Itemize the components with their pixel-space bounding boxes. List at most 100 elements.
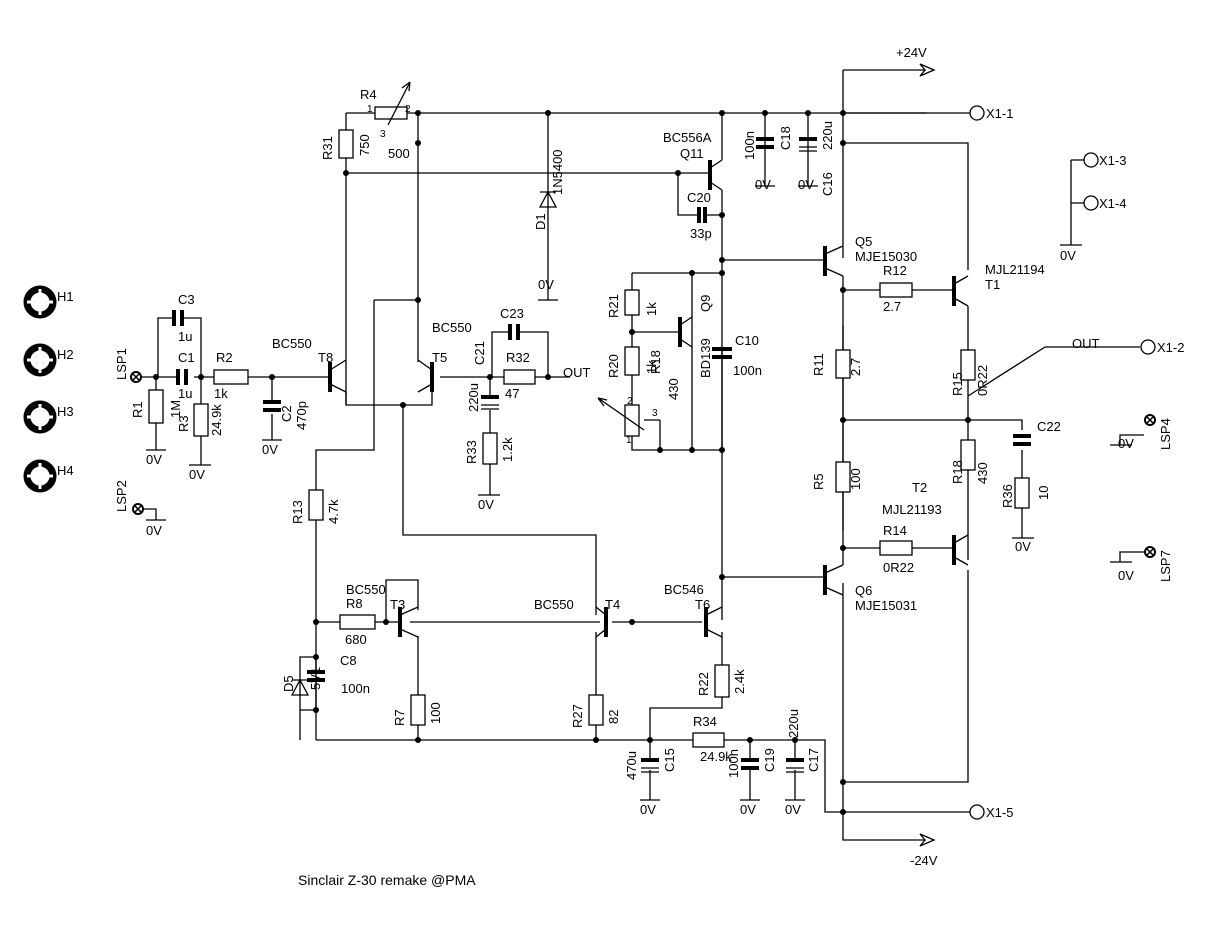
junction-dots — [153, 110, 971, 815]
R21-value: 1k — [644, 360, 659, 374]
R36-ref: R36 — [1000, 484, 1015, 508]
R20-value: 430 — [666, 378, 681, 400]
resistor-R14 — [960, 349, 976, 381]
R5-value: 100 — [848, 468, 863, 490]
rail-pos-label: +24V — [896, 45, 927, 60]
C22-ref: C23 — [500, 306, 524, 321]
wires — [140, 70, 1144, 813]
R21-ref: R20 — [606, 354, 621, 378]
gnd-label: 0V — [146, 452, 162, 467]
resistor-R11 — [879, 282, 913, 298]
R20-ref: R18 — [648, 350, 663, 374]
resistor-R22 — [624, 289, 640, 316]
gnd-label: 0V — [755, 177, 771, 192]
Q9-ref: Q9 — [698, 295, 713, 312]
Q11-part: BC556A — [663, 130, 712, 145]
R3-ref: R3 — [176, 415, 191, 432]
gnd-label: 0V — [740, 802, 756, 817]
gnd-label: 0V — [189, 467, 205, 482]
C15-value: 470u — [624, 751, 639, 780]
solder-point-LSP7 — [1144, 546, 1156, 558]
T6-part: BC546 — [664, 582, 704, 597]
R3-value: 24.9k — [209, 404, 224, 436]
C17-ref: C17 — [806, 748, 821, 772]
pin-label: 2 — [627, 396, 633, 407]
gnd-label: 0V — [785, 802, 801, 817]
C21-value: 220u — [466, 383, 481, 412]
T6-ref: T6 — [695, 597, 710, 612]
connector-X1-2-label: X1-2 — [1157, 340, 1184, 355]
feedback-out-label: OUT — [563, 365, 591, 380]
gnd-label: 0V — [1060, 248, 1076, 263]
pin-label: 1 — [626, 435, 632, 446]
D5-part: 5V1 — [308, 667, 323, 690]
C2-value: 470p — [294, 401, 309, 430]
diode-bodies — [290, 190, 558, 696]
R7-value: 100 — [428, 702, 443, 724]
gnd-label: 0V — [538, 277, 554, 292]
resistor-R3 — [193, 403, 209, 437]
T3-ref: T3 — [390, 597, 405, 612]
schematic-title: Sinclair Z-30 remake @PMA — [298, 872, 476, 888]
R18-value: 82 — [606, 710, 621, 724]
lsp1-label: LSP1 — [114, 348, 129, 380]
R1-ref: R1 — [130, 401, 145, 418]
C17-value: 220u — [786, 709, 801, 738]
connector-X1-3-label: X1-3 — [1099, 153, 1126, 168]
C16-value: 220u — [820, 121, 835, 150]
T5-ref: T5 — [432, 350, 447, 365]
resistor-R10 — [835, 349, 851, 379]
C19-value: 100n — [726, 749, 741, 778]
R11-ref: R12 — [883, 263, 907, 278]
pin-label: 3 — [380, 129, 386, 140]
solder-point-LSP1 — [130, 371, 142, 383]
resistor-R1 — [148, 389, 164, 424]
T2-ref: T2 — [912, 480, 927, 495]
R22-ref: R21 — [606, 294, 621, 318]
connector-X1-5-label: X1-5 — [986, 805, 1013, 820]
R34-value: 47 — [505, 386, 519, 401]
resistor-R34 — [503, 369, 536, 385]
R31-ref: R31 — [320, 136, 335, 160]
resistor-R32 — [692, 732, 725, 748]
resistor-R20 — [624, 404, 640, 437]
resistor-R8 — [339, 614, 376, 630]
gnd-label: 0V — [146, 523, 162, 538]
gnd-label: 0V — [640, 802, 656, 817]
connector-X1-2 — [1140, 339, 1156, 355]
R8-ref: R8 — [346, 596, 363, 611]
R18-ref: R27 — [570, 704, 585, 728]
resistor-R27 — [714, 664, 730, 698]
lsp7-label: LSP7 — [1158, 550, 1173, 582]
C3-ref: C3 — [178, 292, 195, 307]
mounting-hole-H4 — [23, 459, 57, 493]
connector-X1-1 — [969, 105, 985, 121]
Q6-part: MJE15031 — [855, 598, 917, 613]
T3-part: BC550 — [346, 582, 386, 597]
T4-part: BC550 — [534, 597, 574, 612]
trimmer-arrows — [387, 81, 645, 431]
R1-value: 1M — [168, 400, 183, 418]
C15-ref: C15 — [662, 748, 677, 772]
R14-ref: R15 — [950, 372, 965, 396]
R5-ref: R5 — [811, 473, 826, 490]
C20-ref: C20 — [687, 190, 711, 205]
resistor-R36 — [1014, 477, 1030, 509]
D5-ref: D5 — [281, 675, 296, 692]
R27-value: 2.4k — [732, 669, 747, 694]
Q5-part: MJE15030 — [855, 249, 917, 264]
resistor-R13 — [308, 489, 324, 521]
T4-ref: T4 — [605, 597, 620, 612]
rail-arrows — [842, 63, 936, 847]
C1-value: 1u — [178, 386, 192, 401]
R4-value: 500 — [388, 146, 410, 161]
R2-ref: R2 — [216, 350, 233, 365]
R4-ref: R4 — [360, 87, 377, 102]
R12-value: 0R22 — [883, 560, 914, 575]
C21-ref: C21 — [472, 341, 487, 365]
connector-X1-4 — [1083, 195, 1099, 211]
hole-H3-label: H3 — [57, 404, 74, 419]
R13-ref: R13 — [290, 500, 305, 524]
connector-X1-1-label: X1-1 — [986, 106, 1013, 121]
C1-ref: C1 — [178, 350, 195, 365]
